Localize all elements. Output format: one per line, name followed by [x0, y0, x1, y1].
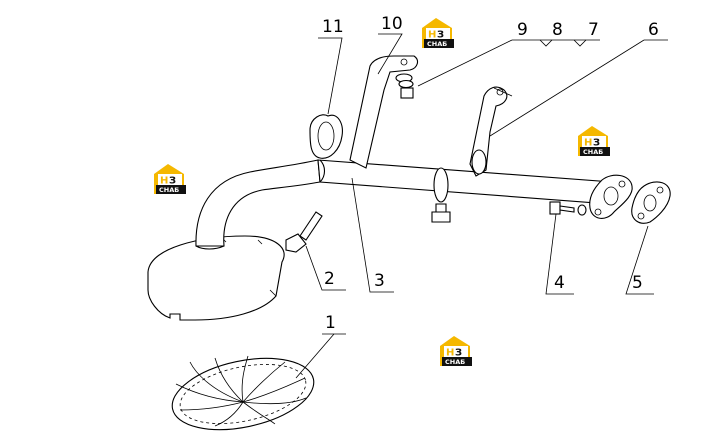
leader-lines: [295, 33, 668, 379]
callout-5: 5: [632, 273, 643, 293]
logo-letter-right: З: [437, 30, 444, 41]
pickup-bell: [147, 235, 285, 321]
logo-caption: СНАБ: [159, 186, 179, 194]
callout-2: 2: [324, 269, 335, 289]
callout-7: 7: [588, 20, 599, 40]
callout-labels: 11 10 9 8 7 6 2 3 4 5 1: [322, 14, 659, 333]
callout-9: 9: [517, 20, 528, 40]
logo-letter-left: Н: [428, 30, 436, 41]
callout-3: 3: [374, 271, 385, 291]
strainer-plate: [171, 355, 315, 431]
callout-1: 1: [325, 313, 336, 333]
pipe-flange: [589, 174, 633, 219]
logo-caption: СНАБ: [583, 148, 603, 156]
logo-letter-right: З: [455, 348, 462, 359]
logo-caption: СНАБ: [445, 358, 465, 366]
flange-bolt: [549, 201, 587, 216]
callout-10: 10: [381, 14, 403, 34]
hex-bolt: [285, 211, 323, 253]
seal-ring: [309, 114, 343, 159]
callout-8: 8: [552, 20, 563, 40]
logo-letter-right: З: [593, 138, 600, 149]
support-bracket: [469, 86, 513, 177]
gasket: [631, 181, 671, 224]
mounting-bracket: [349, 55, 419, 169]
logo-caption: СНАБ: [427, 40, 447, 48]
logo-letter-left: Н: [446, 348, 454, 359]
nut-washer-stack: [395, 73, 414, 99]
callout-11: 11: [322, 17, 344, 37]
logo-letter-left: Н: [160, 176, 168, 187]
logo-letter-left: Н: [584, 138, 592, 149]
callout-6: 6: [648, 20, 659, 40]
pipe-clamp: [431, 167, 451, 223]
logo-letter-right: З: [169, 176, 176, 187]
callout-4: 4: [554, 273, 565, 293]
